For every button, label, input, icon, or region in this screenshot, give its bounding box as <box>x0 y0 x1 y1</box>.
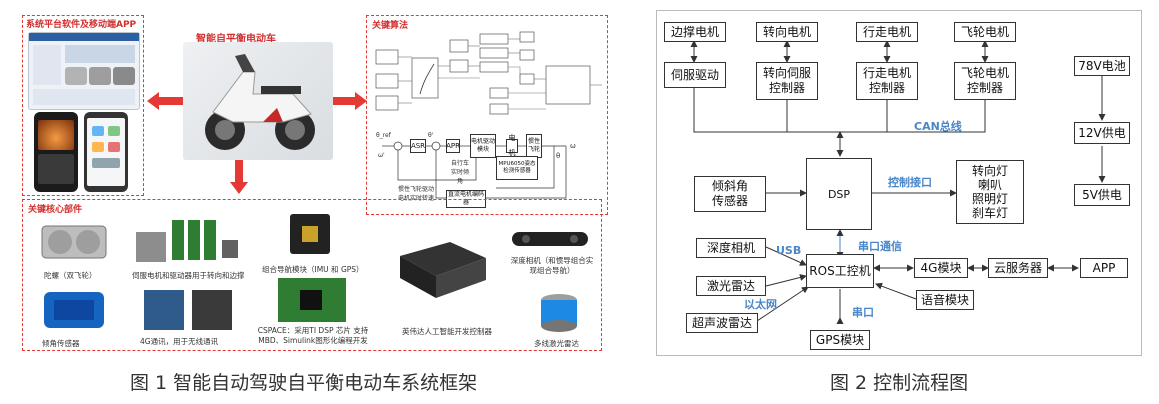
can-bus-label: CAN总线 <box>914 120 962 133</box>
lidar-label: 多线激光雷达 <box>534 339 579 348</box>
simulink-diagram <box>375 31 602 115</box>
cloud-box: 云服务器 <box>988 258 1048 278</box>
ros-box: ROS工控机 <box>806 254 874 288</box>
motor-box-flywheel: 飞轮电机 <box>954 22 1016 42</box>
nvidia-controller-image <box>400 242 486 298</box>
gyro-image <box>41 225 107 259</box>
asr-block: ASR <box>410 139 426 153</box>
depth-camera-label: 深度相机（和惯导组合实现组合导航） <box>510 256 594 275</box>
motor-box-kickstand: 边撑电机 <box>664 22 726 42</box>
arrow-down <box>230 160 248 194</box>
algorithm-section <box>366 15 608 215</box>
driver-box-flywheel: 飞轮电机 控制器 <box>954 62 1016 100</box>
serial-comm-label: 串口通信 <box>858 240 902 253</box>
motor-drive-block: 电机驱动模块 <box>470 134 496 158</box>
flowchart-frame <box>656 10 1142 356</box>
voice-box: 语音模块 <box>916 290 974 310</box>
mpu6050-block: MPU6050姿态检测传感器 <box>496 156 538 180</box>
servo-motor-image <box>136 220 238 262</box>
theta-prime-symbol: θ' <box>428 132 434 139</box>
gyro-label: 陀螺（双飞轮） <box>44 271 97 280</box>
driver-box-steering: 转向伺服 控制器 <box>756 62 818 100</box>
mobile-app-phone-dark <box>34 112 78 192</box>
apr-block: APR <box>446 139 460 153</box>
ultrasonic-box: 超声波雷达 <box>686 313 758 333</box>
theta-symbol: θ <box>556 152 561 160</box>
platform-title: 系统平台软件及移动端APP <box>26 20 137 30</box>
arrow-left <box>147 92 183 110</box>
driver-box-drive: 行走电机 控制器 <box>856 62 918 100</box>
components-section <box>22 199 602 351</box>
scooter-photo <box>183 42 333 160</box>
left-caption: 图 1 智能自动驾驶自平衡电动车系统框架 <box>130 372 478 394</box>
bike-tilt-label: 自行车实时倾角 <box>450 160 469 185</box>
motor-box-steering: 转向电机 <box>756 22 818 42</box>
motor-box-drive: 行走电机 <box>856 22 918 42</box>
gps-box: GPS模块 <box>810 330 870 350</box>
tilt-sensor-box: 倾斜角 传感器 <box>694 176 766 212</box>
depth-camera-image <box>512 232 588 246</box>
mobile-app-phone-light <box>84 112 128 192</box>
cspace-label: CSPACE：采用TI DSP 芯片 支持MBD、Simulink图形化编程开发 <box>257 326 369 345</box>
battery-78v: 78V电池 <box>1074 56 1130 76</box>
app-box: APP <box>1080 258 1128 278</box>
supply-5v: 5V供电 <box>1074 184 1130 206</box>
4g-box: 4G模块 <box>914 258 968 278</box>
omega-prime-symbol: ω' <box>378 152 385 159</box>
ethernet-label: 以太网 <box>744 298 777 311</box>
right-caption: 图 2 控制流程图 <box>830 372 969 394</box>
servo-label: 伺服电机和驱动器用于转向和边撑 <box>132 271 245 280</box>
nvidia-label: 英伟达人工智能开发控制器 <box>402 327 492 336</box>
depth-camera-box: 深度相机 <box>696 238 766 258</box>
center-title: 智能自平衡电动车 <box>196 34 276 45</box>
driver-box-servo: 伺服驱动 <box>664 62 726 88</box>
tilt-sensor-image <box>44 292 104 328</box>
software-screenshot <box>28 32 140 110</box>
tilt-sensor-label: 倾角传感器 <box>42 339 80 348</box>
usb-label: USB <box>776 244 802 257</box>
algorithm-title: 关键算法 <box>372 21 409 31</box>
lights-box: 转向灯 喇叭 照明灯 刹车灯 <box>956 160 1024 224</box>
omega-symbol: ω <box>570 142 576 150</box>
arrow-right <box>333 92 367 110</box>
serial-label: 串口 <box>852 306 874 319</box>
imu-gps-label: 组合导航模块（IMU 和 GPS） <box>262 265 364 274</box>
imu-gps-image <box>290 214 330 254</box>
flywheel-speed-label: 惯性飞轮驱动电机实时转速 <box>398 186 435 202</box>
lidar-image <box>541 294 577 332</box>
theta-ref-symbol: θ_ref <box>376 132 391 139</box>
control-block-diagram: ASR APR 电机驱动模块 电机 惯性飞轮 自行车实时倾角 MPU6050姿态… <box>376 128 602 212</box>
platform-section <box>22 15 144 196</box>
4g-label: 4G通讯，用于无线通讯 <box>140 337 219 346</box>
4g-module-image <box>144 290 232 330</box>
lidar-box: 激光雷达 <box>696 276 766 296</box>
control-interface-label: 控制接口 <box>888 176 932 189</box>
supply-12v: 12V供电 <box>1074 122 1130 144</box>
cspace-board-image <box>278 278 346 322</box>
components-title: 关键核心部件 <box>28 205 83 215</box>
dsp-box: DSP <box>806 158 872 230</box>
